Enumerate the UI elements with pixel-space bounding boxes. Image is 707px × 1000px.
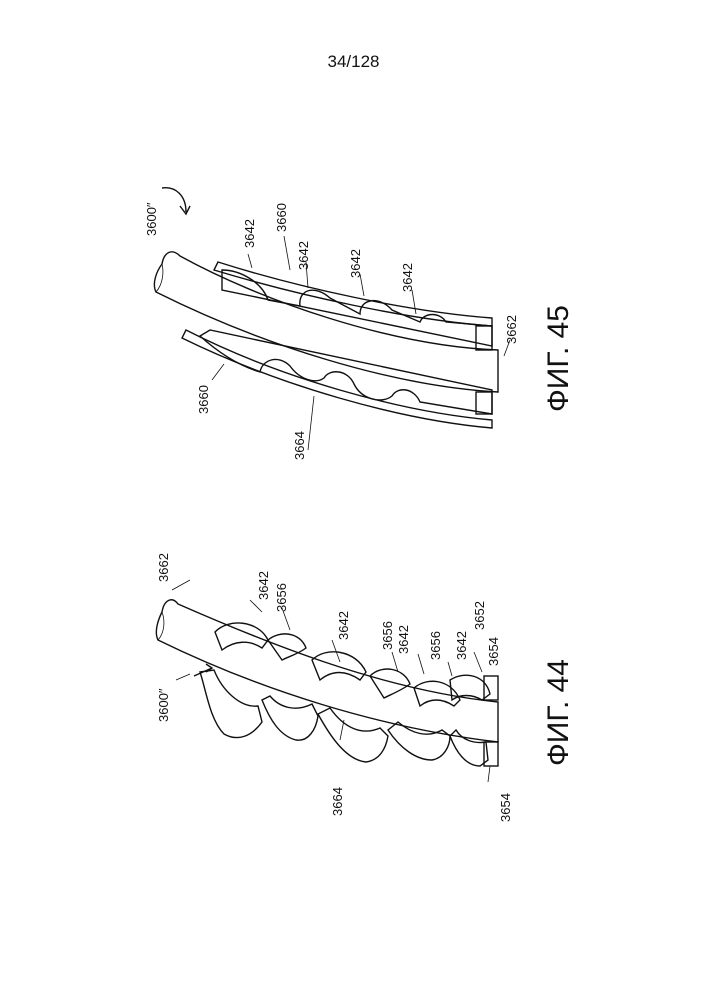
- fig45-assembly-arrow: [162, 188, 190, 214]
- fig45-label-tip4: 3642: [400, 263, 415, 292]
- figure-45-caption: ФИГ. 45: [542, 305, 575, 412]
- fig44-label-tip3: 3642: [396, 625, 411, 654]
- fig45-label-tip2: 3642: [296, 241, 311, 270]
- fig44-label-end-mid: 3654: [486, 637, 501, 666]
- fig44-label-end-bottom: 3654: [498, 793, 513, 822]
- fig44-assembly-arrow: [194, 664, 212, 676]
- fig44-label-a2: 3656: [380, 621, 395, 650]
- fig44-label-shaft: 3662: [156, 553, 171, 582]
- fig44-label-assembly: 3600″: [156, 688, 171, 722]
- fig44-label-tip2: 3642: [336, 611, 351, 640]
- fig44-label-tip4: 3642: [454, 631, 469, 660]
- fig44-label-end-top: 3652: [472, 601, 487, 630]
- fig44-label-a3: 3656: [428, 631, 443, 660]
- fig45-end-cap-bottom: [476, 392, 492, 414]
- fig44-label-core: 3664: [330, 787, 345, 816]
- fig45-label-core: 3664: [292, 431, 307, 460]
- fig45-label-sheath-top: 3660: [274, 203, 289, 232]
- fig45-label-sheath-bottom: 3660: [196, 385, 211, 414]
- figure-44-drawing: [156, 580, 498, 782]
- fig45-label-tip3: 3642: [348, 249, 363, 278]
- fig44-label-tip: 3642: [256, 571, 271, 600]
- fig45-label-shaft: 3662: [504, 315, 519, 344]
- fig45-end-cap-top: [476, 326, 492, 350]
- fig45-label-assembly: 3600″: [144, 202, 159, 236]
- fig44-label-a1: 3656: [274, 583, 289, 612]
- fig45-label-tip1: 3642: [242, 219, 257, 248]
- figure-44-caption: ФИГ. 44: [542, 659, 575, 766]
